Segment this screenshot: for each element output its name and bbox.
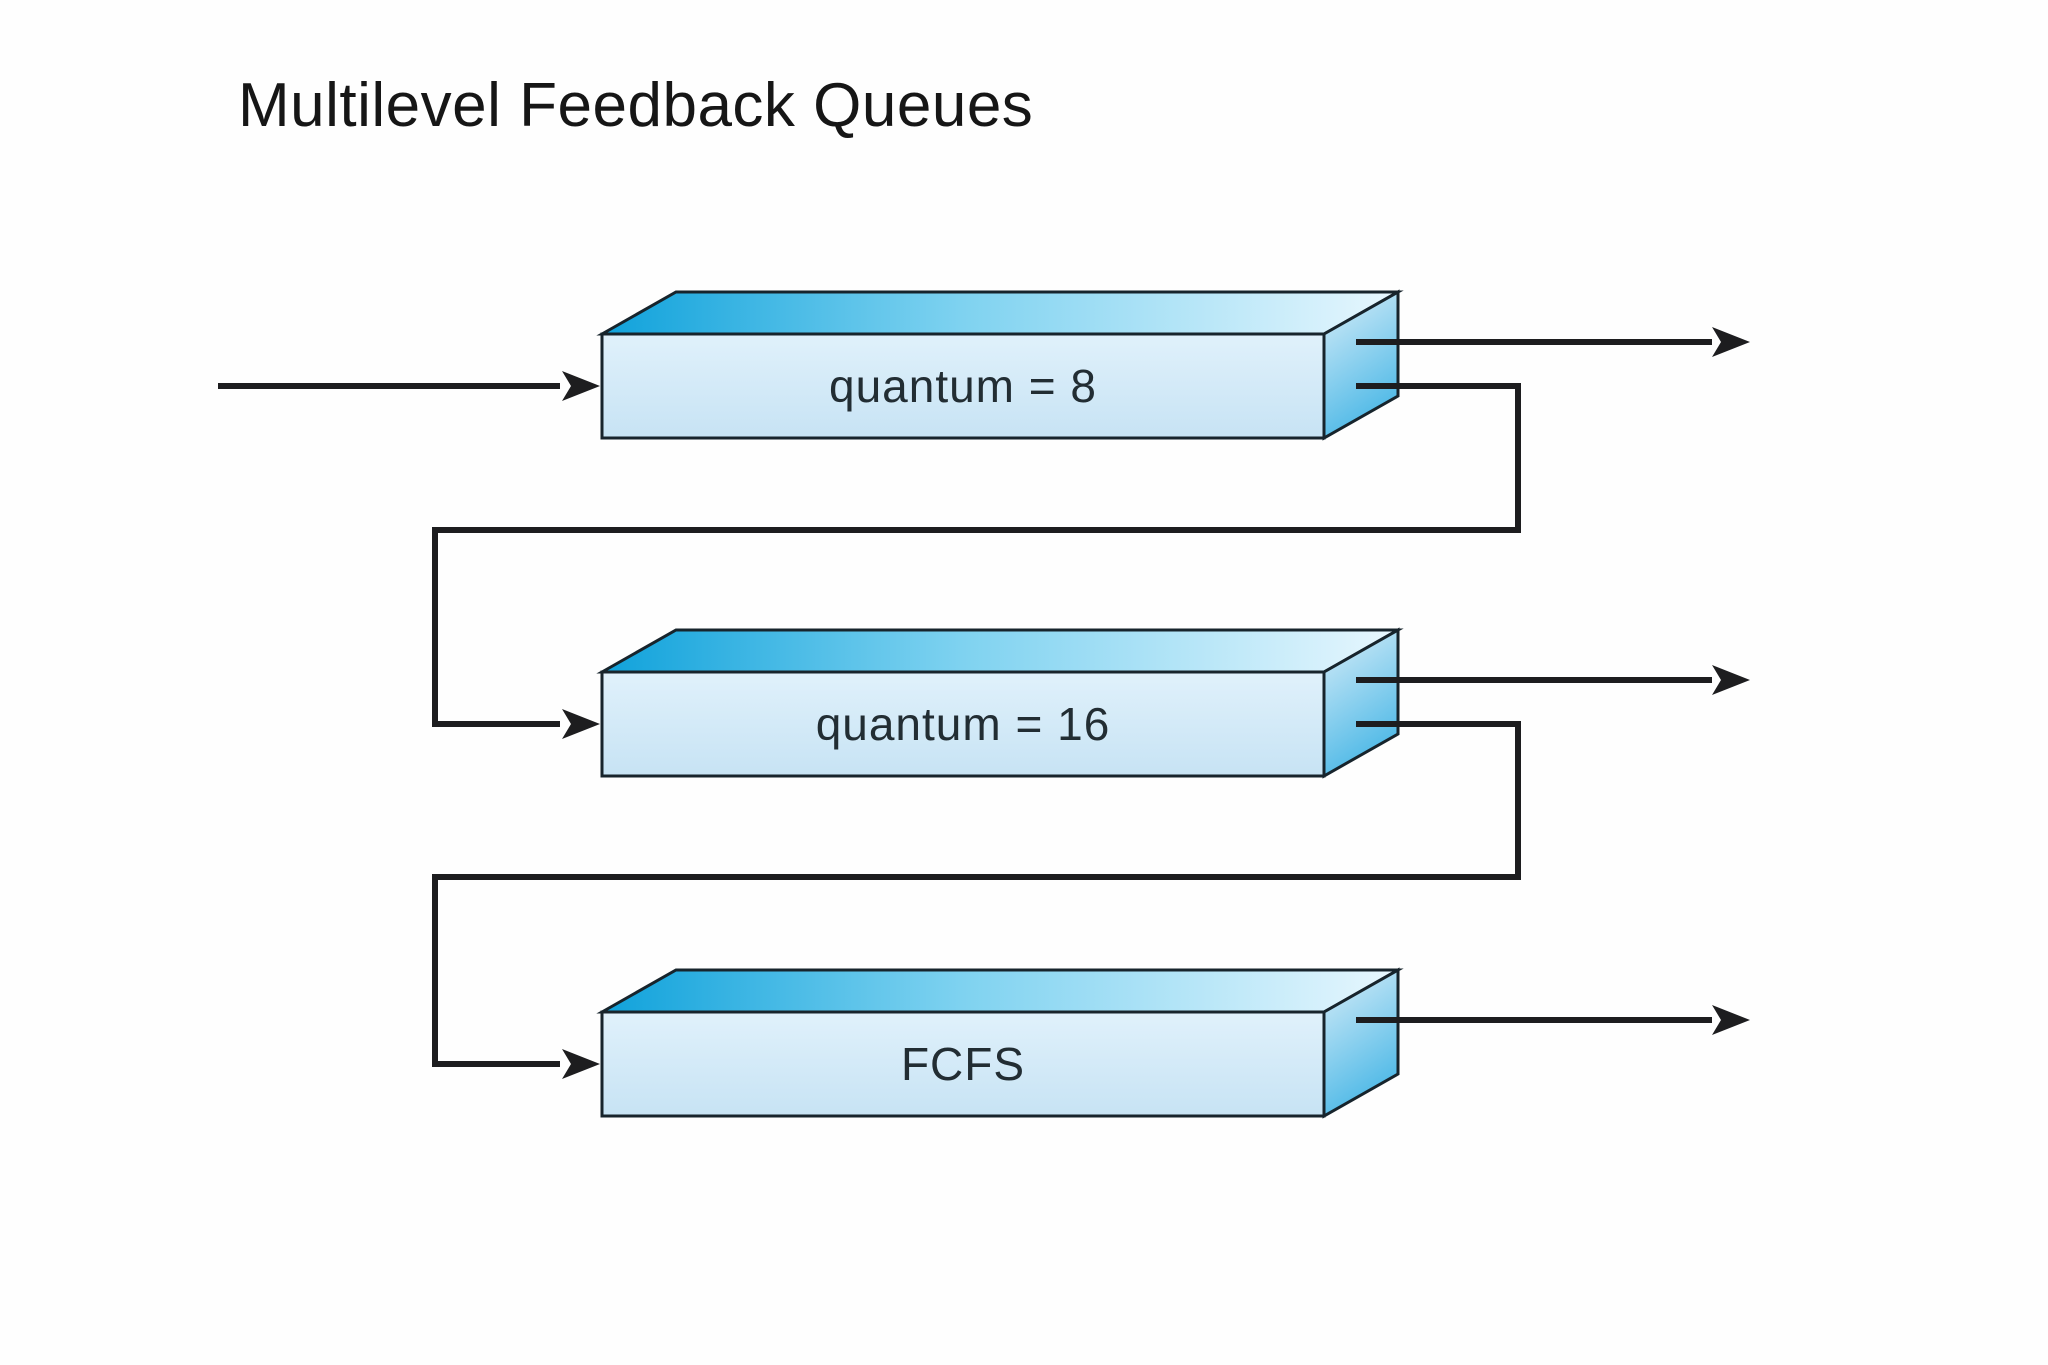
slide-title: Multilevel Feedback Queues [238,71,1034,140]
queue-0-label: quantum = 8 [829,360,1097,412]
arrowhead-exit-1-icon [1712,665,1750,695]
demotion-0-path [432,383,1521,727]
queue-1-top-face [596,628,1404,674]
arrow-queue-1-exit [1356,665,1750,695]
arrow-queue-0-exit [1356,327,1750,357]
arrowhead-entry-icon [562,371,600,401]
queue-0-front-face [600,332,1326,440]
connector-queue-1-to-queue-2 [432,721,1521,1079]
arrowhead-exit-2-icon [1712,1005,1750,1035]
queue-2-top-face [596,968,1404,1014]
queue-box-0: quantum = 8 [596,289,1404,441]
arrow-queue-2-exit [1356,1005,1750,1035]
queue-2-label: FCFS [901,1038,1025,1090]
demotion-1-path [432,721,1521,1067]
queue-1-label: quantum = 16 [816,698,1111,750]
connector-queue-0-to-queue-1 [432,383,1521,739]
queue-1-front-face [600,670,1326,778]
queue-box-2: FCFS [596,967,1404,1119]
arrowhead-demotion-1-icon [562,1049,600,1079]
arrow-entry-to-queue-0 [218,371,600,401]
queue-box-1: quantum = 16 [596,627,1404,779]
queue-0-top-face [596,290,1404,336]
arrowhead-exit-0-icon [1712,327,1750,357]
arrowhead-demotion-0-icon [562,709,600,739]
queue-2-front-face [600,1010,1326,1118]
